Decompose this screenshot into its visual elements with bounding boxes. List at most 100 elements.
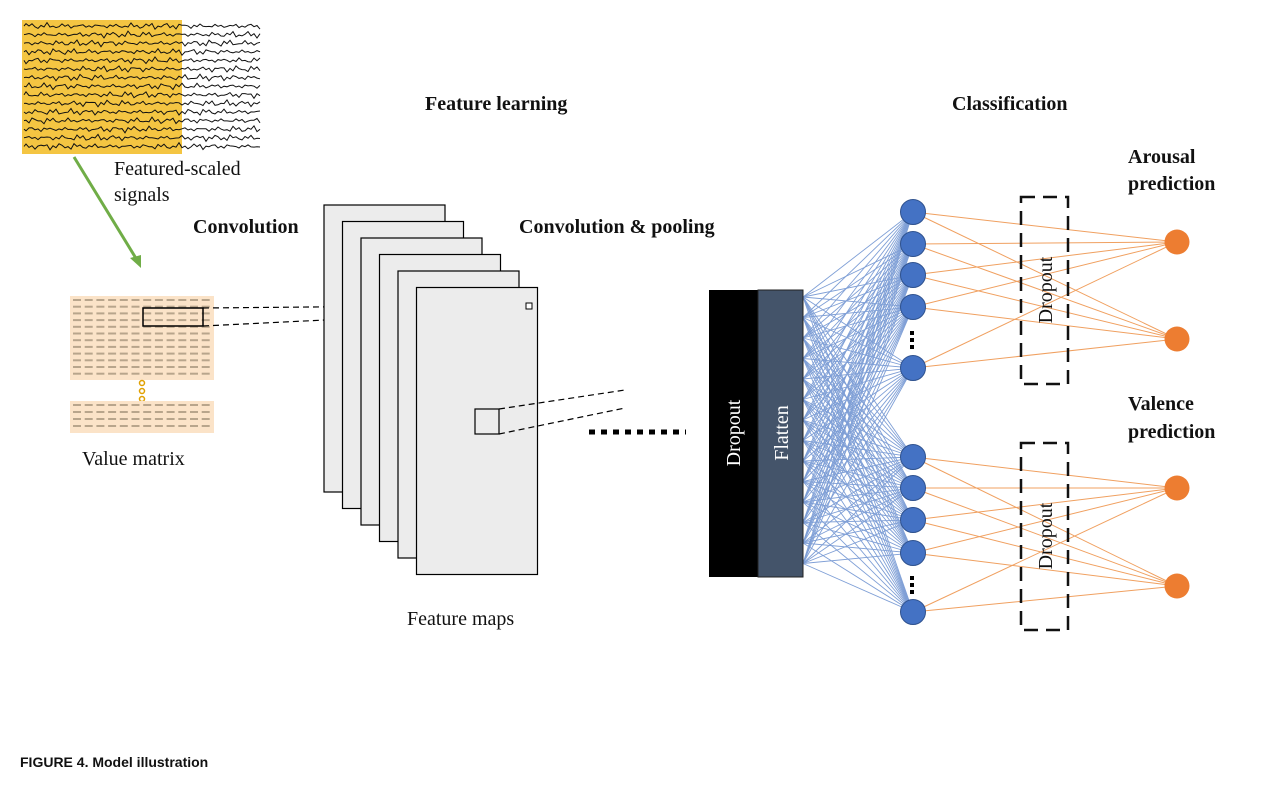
blue-edge — [802, 522, 914, 613]
arousal-label-line2: prediction — [1128, 173, 1216, 195]
blue-edge — [802, 456, 914, 482]
blue-edge — [802, 487, 914, 564]
orange-edge — [912, 487, 1178, 521]
matrix-cell — [201, 299, 210, 301]
matrix-cell — [166, 325, 175, 328]
signal-trace — [23, 82, 261, 91]
orange-edge — [912, 211, 1178, 243]
matrix-cell — [190, 312, 198, 315]
blue-edge — [802, 243, 914, 482]
matrix-cell — [166, 305, 175, 308]
matrix-cell — [166, 425, 175, 427]
matrix-cell — [73, 372, 81, 375]
matrix-cell — [108, 425, 117, 427]
matrix-cell — [166, 312, 175, 315]
matrix-cell — [166, 411, 175, 413]
blue-edge — [802, 487, 914, 503]
matrix-cell — [131, 411, 140, 413]
matrix-cell — [166, 339, 175, 342]
blue-edge — [802, 243, 914, 503]
matrix-cell — [131, 325, 140, 328]
matrix-cell — [96, 372, 105, 375]
matrix-cell — [154, 359, 163, 362]
matrix-cell — [154, 418, 163, 420]
matrix-cell — [119, 345, 128, 348]
blue-edge — [802, 456, 914, 503]
matrix-cell — [84, 352, 93, 355]
figure-caption: FIGURE 4. Model illustration — [20, 754, 209, 770]
matrix-cell — [119, 319, 128, 322]
matrix-cell — [73, 345, 81, 348]
matrix-cell — [84, 312, 93, 315]
orange-edge — [912, 519, 1178, 587]
signal-lines — [23, 21, 261, 151]
matrix-cell — [96, 411, 105, 413]
matrix-cell — [190, 404, 198, 406]
feature-maps-label: Feature maps — [407, 608, 515, 630]
matrix-cell — [96, 319, 105, 322]
blue-edge — [802, 211, 914, 339]
blue-edge — [802, 519, 914, 523]
flatten-to-hidden-edges — [802, 211, 914, 613]
matrix-cell — [143, 418, 152, 420]
hidden-node — [900, 199, 926, 225]
signal-trace — [23, 90, 261, 100]
blue-edge — [802, 378, 914, 489]
matrix-cell — [84, 325, 93, 328]
matrix-cell — [178, 339, 187, 342]
blue-edge — [802, 419, 914, 489]
blue-edge — [802, 481, 914, 489]
hidden-node — [900, 355, 926, 381]
output-node — [1164, 475, 1190, 501]
matrix-cell — [119, 352, 128, 355]
matrix-cell — [96, 359, 105, 362]
matrix-cell — [143, 366, 152, 368]
signal-trace — [23, 99, 261, 108]
matrix-cell — [73, 339, 81, 342]
signals-image — [22, 20, 261, 154]
orange-edge — [912, 211, 1178, 340]
dropout-box-top — [1019, 195, 1070, 386]
matrix-cell — [96, 312, 105, 315]
matrix-cell — [154, 411, 163, 413]
hidden-node — [900, 262, 926, 288]
matrix-cell — [154, 299, 163, 301]
signal-trace — [23, 21, 261, 31]
value-matrix — [70, 296, 214, 433]
flatten-block — [757, 289, 804, 578]
signal-trace — [23, 107, 261, 116]
matrix-cell — [119, 299, 128, 301]
arrow-signals-to-matrix — [72, 156, 141, 268]
featured-scaled-label-line1: Featured-scaled — [114, 158, 241, 180]
matrix-cell — [108, 359, 117, 362]
blue-edge — [802, 211, 914, 400]
orange-edge — [912, 241, 1178, 369]
dropout-block — [709, 290, 758, 577]
value-matrix-bottom — [70, 401, 214, 433]
matrix-cell — [84, 418, 93, 420]
hidden-ellipsis-top — [910, 331, 914, 349]
blue-edge — [802, 211, 914, 503]
matrix-cell — [108, 299, 117, 301]
matrix-cell — [96, 425, 105, 427]
blue-edge — [802, 440, 914, 489]
matrix-cell — [84, 366, 93, 368]
matrix-cell — [119, 325, 128, 328]
matrix-cell — [131, 359, 140, 362]
hidden-node — [900, 540, 926, 566]
signal-trace — [23, 65, 261, 73]
signal-trace — [23, 73, 261, 82]
blue-edge — [802, 211, 914, 564]
blue-edge — [802, 358, 914, 489]
matrix-cell — [131, 312, 140, 315]
matrix-cell — [108, 418, 117, 420]
matrix-cell — [108, 325, 117, 328]
blue-edge — [802, 522, 914, 554]
matrix-cell — [131, 345, 140, 348]
matrix-cell — [131, 366, 140, 368]
matrix-cell — [190, 352, 198, 355]
matrix-cell — [96, 345, 105, 348]
matrix-cell — [166, 418, 175, 420]
